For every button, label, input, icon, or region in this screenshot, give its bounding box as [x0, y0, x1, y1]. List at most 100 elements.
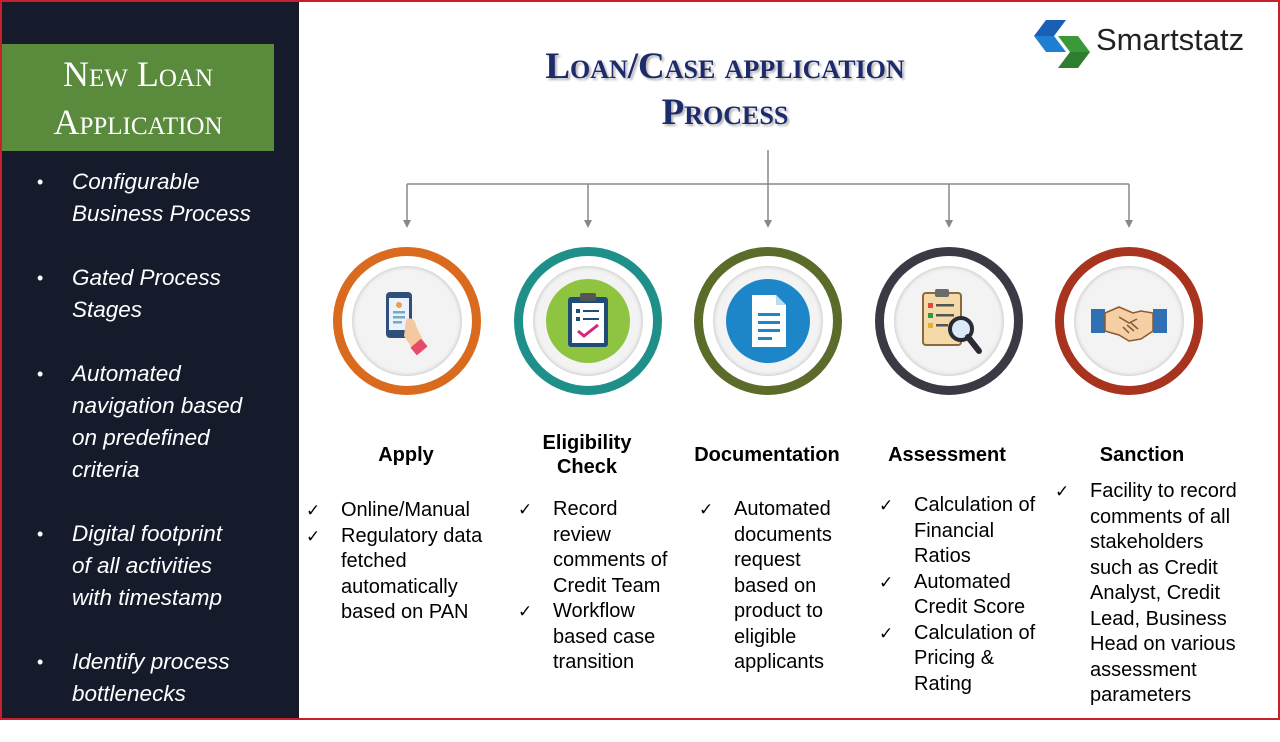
feature-text: Configurable [72, 169, 200, 194]
check-icon: ✓ [306, 501, 321, 520]
bullet-icon: • [37, 172, 44, 192]
document-icon [726, 279, 810, 363]
stage-documentation-list: ✓ Automated documents request based on p… [699, 497, 869, 676]
page-title: Loan/Case application Process [470, 44, 980, 136]
check-icon: ✓ [879, 623, 894, 643]
list-item-text: comments of [553, 549, 668, 571]
list-item-text: stakeholders [1090, 531, 1204, 553]
feature-text: with timestamp [72, 585, 223, 610]
stage-title: Sanction [1099, 444, 1185, 466]
list-item: ✓ Automated Credit Score [879, 570, 1054, 621]
handshake-icon [1091, 306, 1167, 342]
stage-icon-container [1074, 266, 1184, 376]
list-item-text: comments of all [1090, 505, 1231, 528]
feature-item: • Gated Process Stages [32, 262, 287, 326]
stage-sanction-list: ✓ Facility to record comments of all sta… [1055, 479, 1265, 709]
list-item-text: applicants [734, 651, 825, 673]
sidebar-title: New Loan Application [2, 44, 274, 151]
feature-text: Identify process [72, 649, 230, 674]
stage-icon-container [894, 266, 1004, 376]
list-item: ✓ Calculation of Financial Ratios [879, 493, 1054, 570]
list-item-text: such as Credit [1090, 556, 1218, 579]
list-item-text: Head on various [1090, 633, 1236, 655]
list-item-text: Calculation of [914, 494, 1036, 516]
feature-list: • Configurable Business Process • Gated … [32, 166, 287, 742]
stage-title: Documentation [694, 444, 840, 466]
list-item: ✓ Record review comments of Credit Team [518, 497, 688, 599]
feature-text: Gated Process [72, 265, 221, 290]
list-item: ✓ Calculation of Pricing & Rating [879, 621, 1054, 698]
flow-connectors [403, 150, 1133, 228]
feature-text: bottlenecks [72, 681, 186, 706]
list-item-text: Rating [914, 672, 972, 695]
page-title-line: Loan/Case application [545, 46, 905, 87]
stage-icon-container [533, 266, 643, 376]
list-item-text: Ratios [914, 545, 971, 567]
list-item-text: Online/Manual [341, 499, 470, 521]
feature-text: navigation based [72, 393, 243, 418]
stage-title: Assessment [888, 444, 1006, 466]
list-item-text: Regulatory data [341, 524, 483, 547]
bullet-icon: • [37, 364, 44, 384]
list-item-text: documents [734, 523, 832, 546]
feature-text: on predefined [72, 425, 210, 450]
feature-text: of all activities [72, 553, 213, 578]
feature-item: • Identify process bottlenecks [32, 646, 287, 710]
list-item-text: fetched [341, 550, 407, 572]
feature-text: Automated [72, 361, 181, 386]
list-item-text: based on PAN [341, 601, 469, 623]
check-icon: ✓ [306, 526, 321, 546]
check-icon: ✓ [879, 496, 894, 515]
check-icon: ✓ [518, 500, 533, 519]
list-item-text: Credit Score [914, 596, 1026, 618]
feature-text: Stages [72, 297, 143, 322]
feature-text: Business Process [72, 201, 251, 226]
feature-item: • Automated navigation based on predefin… [32, 358, 287, 486]
stage-icon-container [352, 266, 462, 376]
check-icon: ✓ [518, 602, 533, 621]
list-item-text: request [734, 549, 801, 571]
stage-eligibility-ring [514, 247, 662, 395]
clipboard-check-icon [546, 279, 630, 363]
bullet-icon: • [37, 524, 44, 544]
list-item-text: review [553, 523, 611, 546]
list-item-text: product to [734, 600, 823, 622]
stage-title-line: Eligibility [542, 432, 632, 454]
list-item-text: based on [734, 574, 817, 597]
check-icon: ✓ [1055, 482, 1070, 501]
stage-documentation-ring [694, 247, 842, 395]
feature-item: • Configurable Business Process [32, 166, 287, 230]
smartstatz-logo-icon [1034, 20, 1090, 68]
list-item-text: automatically [341, 575, 458, 598]
list-item-text: eligible [734, 625, 797, 648]
list-item-text: Automated [734, 498, 831, 520]
feature-text: criteria [72, 457, 140, 482]
stage-sanction-ring [1055, 247, 1203, 395]
feature-text: Digital footprint [72, 521, 223, 546]
list-item-text: assessment [1090, 658, 1197, 681]
stage-title: Eligibility Check [522, 431, 652, 479]
list-item-text: Workflow [553, 600, 635, 622]
stage-icon-container [713, 266, 823, 376]
sidebar-title-line: Application [53, 101, 223, 142]
list-item-text: Credit Team [553, 574, 661, 597]
bullet-icon: • [37, 268, 44, 288]
list-item: ✓ Regulatory data fetched automatically … [306, 524, 506, 626]
bullet-icon: • [37, 652, 44, 672]
list-item: ✓ Automated documents request based on p… [699, 497, 869, 676]
list-item-text: Lead, Business [1090, 607, 1227, 630]
list-item-text: Record [553, 498, 618, 520]
sidebar-title-line: New Loan [62, 53, 214, 94]
list-item: ✓ Online/Manual [306, 498, 506, 524]
checklist-magnifier-icon [922, 289, 982, 354]
list-item-text: Facility to record [1090, 480, 1237, 502]
check-icon: ✓ [879, 572, 894, 592]
list-item-text: Automated [914, 570, 1011, 593]
list-item-text: Analyst, Credit [1090, 582, 1221, 604]
feature-item: • Digital footprint of all activities wi… [32, 518, 287, 614]
stage-assessment-list: ✓ Calculation of Financial Ratios ✓ Auto… [879, 493, 1054, 697]
stage-title-line: Check [556, 456, 618, 478]
stage-assessment-ring [875, 247, 1023, 395]
list-item-text: Calculation of [914, 621, 1036, 644]
brand-name: Smartstatz [1096, 22, 1245, 57]
